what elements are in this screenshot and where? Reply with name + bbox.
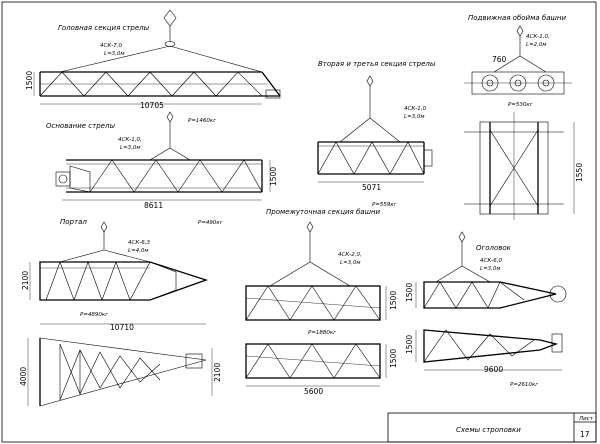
head-section-height-dim: 1500 <box>25 71 34 90</box>
crane-hook-icon <box>163 9 177 27</box>
head-section-label: Головная секция стрелы <box>58 24 150 32</box>
jib-base-sling-type: 4СК-1,0, <box>118 137 142 143</box>
portal-group: Портал 4СК-6,3 L=4,0м 2100 P=4890кг 1071… <box>19 218 222 407</box>
headpiece-length-dim: 9600 <box>484 365 503 374</box>
sling-line <box>369 117 401 143</box>
sheet-label: Лист <box>578 416 594 422</box>
intermediate-section-group: Промежуточная секция башни 4СК-2,0, L=3,… <box>245 208 398 396</box>
headpiece-sling-type: 4СК-6,0 <box>480 258 502 264</box>
second-third-section-group: Вторая и третья секция стрелы 4СК-1,0 L=… <box>317 60 436 208</box>
second-third-label: Вторая и третья секция стрелы <box>318 60 436 68</box>
second-third-sling-length: L=3,0м <box>404 114 425 120</box>
sling-line <box>59 45 171 73</box>
intermediate-sling-length: L=3,0м <box>340 260 361 266</box>
portal-sling-type: 4СК-6,3 <box>128 240 150 246</box>
movable-cage-width-dim: 760 <box>492 55 507 64</box>
headpiece-label: Оголовок <box>476 244 512 252</box>
sling-line <box>269 261 311 287</box>
intermediate-weight: P=1880кг <box>308 330 336 336</box>
intermediate-length-dim: 5600 <box>304 387 323 396</box>
sheet-number: 17 <box>580 430 590 439</box>
portal-sling-length: L=4,0м <box>128 248 149 254</box>
jib-base-weight: P=490кг <box>198 220 223 226</box>
crane-hook-icon <box>458 231 466 243</box>
headpiece-height1-dim: 1500 <box>405 283 414 302</box>
intermediate-height2-dim: 1500 <box>389 349 398 368</box>
portal-label: Портал <box>60 218 87 226</box>
jib-base-group: Основание стрелы 4СК-1,0, L=3,0м 1500 86… <box>46 111 278 226</box>
second-third-length-dim: 5071 <box>362 183 381 192</box>
jib-base-length-dim: 8611 <box>144 201 163 210</box>
drawing-title: Схемы строповки <box>456 426 521 434</box>
sling-line <box>461 265 491 283</box>
movable-cage-height-dim: 1550 <box>575 163 584 182</box>
sling-line <box>59 249 105 263</box>
headpiece-group: Оголовок 4СК-6,0 L=3,0м 1500 1500 9600 P… <box>405 231 567 388</box>
title-block: Схемы строповки Лист 17 <box>387 412 597 443</box>
jib-base-sling-length: L=3,0м <box>120 145 141 151</box>
crane-hook-icon <box>306 221 314 233</box>
head-section-weight: P=1460кг <box>188 118 216 124</box>
sling-line <box>169 45 263 73</box>
portal-base-dim: 4000 <box>19 367 28 386</box>
sling-line <box>103 249 151 263</box>
headpiece-sling-length: L=3,0м <box>480 266 501 272</box>
head-section-length-dim: 10705 <box>140 101 164 110</box>
jib-base-label: Основание стрелы <box>46 122 115 130</box>
crane-hook-icon <box>100 221 108 233</box>
sling-line <box>309 261 351 287</box>
intermediate-label: Промежуточная секция башни <box>266 208 381 216</box>
sling-line <box>519 55 547 73</box>
sling-line <box>339 117 371 143</box>
headpiece-weight: P=2610кг <box>510 382 538 388</box>
second-third-sling-type: 4СК-1,0 <box>404 106 426 112</box>
jib-base-height-dim: 1500 <box>269 167 278 186</box>
intermediate-sling-type: 4СК-2,0, <box>338 252 362 258</box>
intermediate-height1-dim: 1500 <box>389 291 398 310</box>
crane-hook-icon <box>366 75 374 87</box>
sling-line <box>169 147 191 161</box>
headpiece-height2-dim: 1500 <box>405 335 414 354</box>
portal-base2-dim: 2100 <box>213 363 222 382</box>
movable-cage-group: Подвижная обойма башни 4СК-1,0, L=2,0м 7… <box>464 14 584 220</box>
head-section-sling-length: L=3,0м <box>104 51 125 57</box>
crane-hook-icon <box>166 111 174 123</box>
movable-cage-sling-type: 4СК-1,0, <box>526 34 550 40</box>
portal-length-dim: 10710 <box>110 323 134 332</box>
movable-cage-sling-length: L=2,0м <box>526 42 547 48</box>
movable-cage-label: Подвижная обойма башни <box>468 14 566 22</box>
head-section-group: Головная секция стрелы 4СК-7,0 L=3,0м 15… <box>25 9 281 124</box>
movable-cage-weight: P=530кг <box>508 102 533 108</box>
sling-line <box>493 55 521 73</box>
second-third-weight: P=559кг <box>372 202 397 208</box>
sling-line <box>149 147 171 161</box>
sling-line <box>435 265 463 283</box>
head-section-sling-type: 4СК-7,0 <box>100 43 122 49</box>
crane-hook-icon <box>516 25 524 37</box>
portal-height-dim: 2100 <box>21 271 30 290</box>
portal-weight: P=4890кг <box>80 312 108 318</box>
